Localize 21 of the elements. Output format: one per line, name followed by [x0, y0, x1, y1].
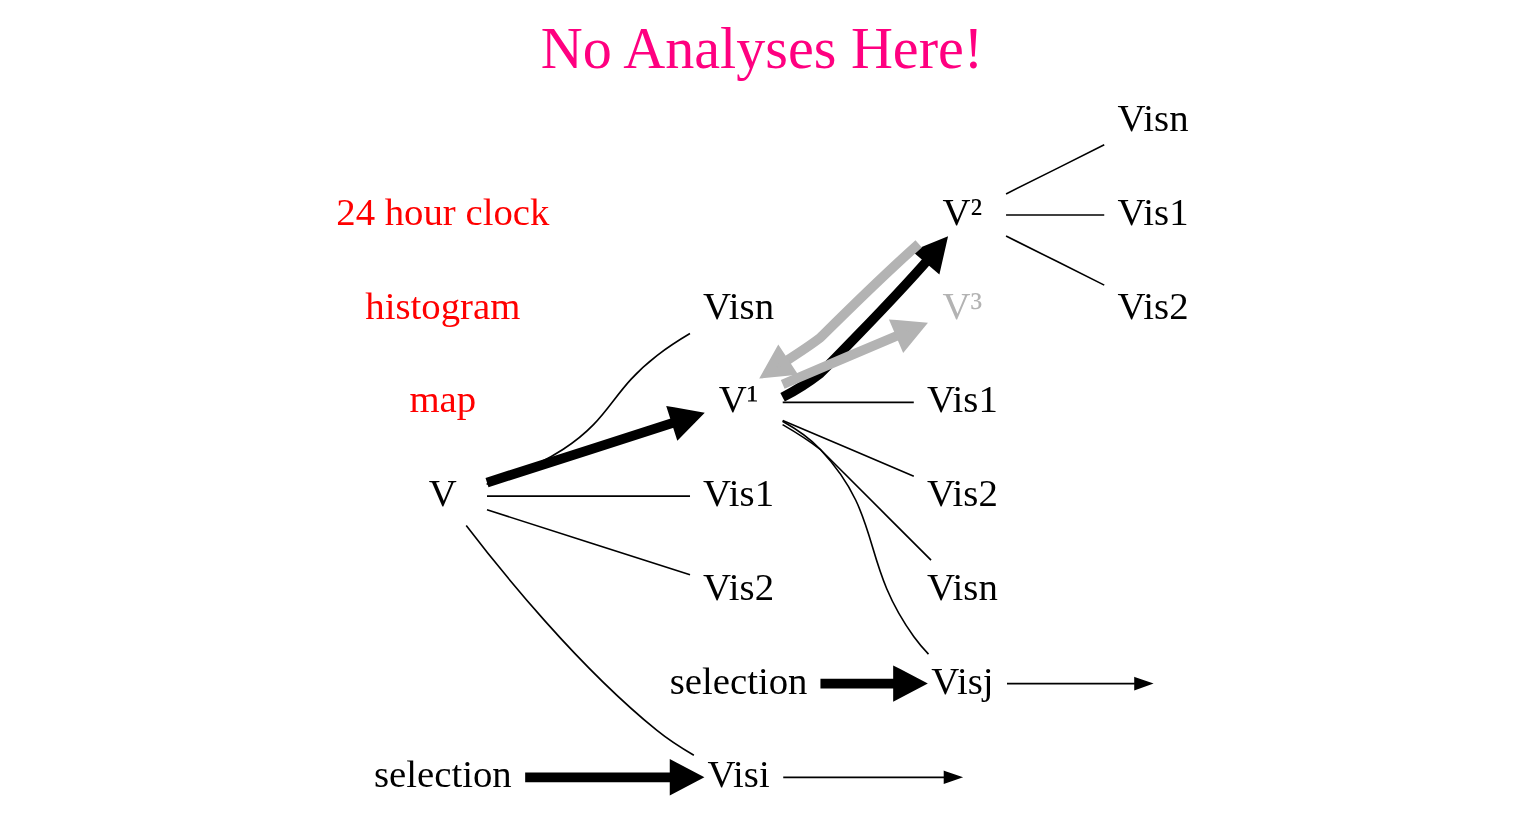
- diagram-title: No Analyses Here!: [540, 15, 983, 81]
- node-text: Vis2: [926, 471, 998, 515]
- node-text: V¹: [718, 377, 758, 421]
- label: 24 hour clock: [335, 189, 549, 233]
- node-text: Vis2: [702, 564, 774, 608]
- node-text: Visn: [702, 283, 774, 327]
- node-text: Visj: [930, 658, 994, 702]
- label: map: [408, 377, 476, 421]
- node-text: Vis2: [1117, 283, 1189, 327]
- node-text: Vis1: [926, 377, 998, 421]
- node-text: Vis1: [702, 471, 774, 515]
- node-text: selection: [373, 752, 512, 796]
- node-text: V³: [942, 283, 982, 327]
- node-text: Visn: [1117, 96, 1189, 140]
- node-text: Visn: [926, 564, 998, 608]
- node-text: Visi: [706, 752, 770, 796]
- label: histogram: [364, 283, 520, 327]
- node-text: Vis1: [1117, 189, 1189, 233]
- node-text: selection: [669, 658, 807, 702]
- node-text: V: [428, 471, 457, 515]
- node-text: V²: [942, 189, 982, 233]
